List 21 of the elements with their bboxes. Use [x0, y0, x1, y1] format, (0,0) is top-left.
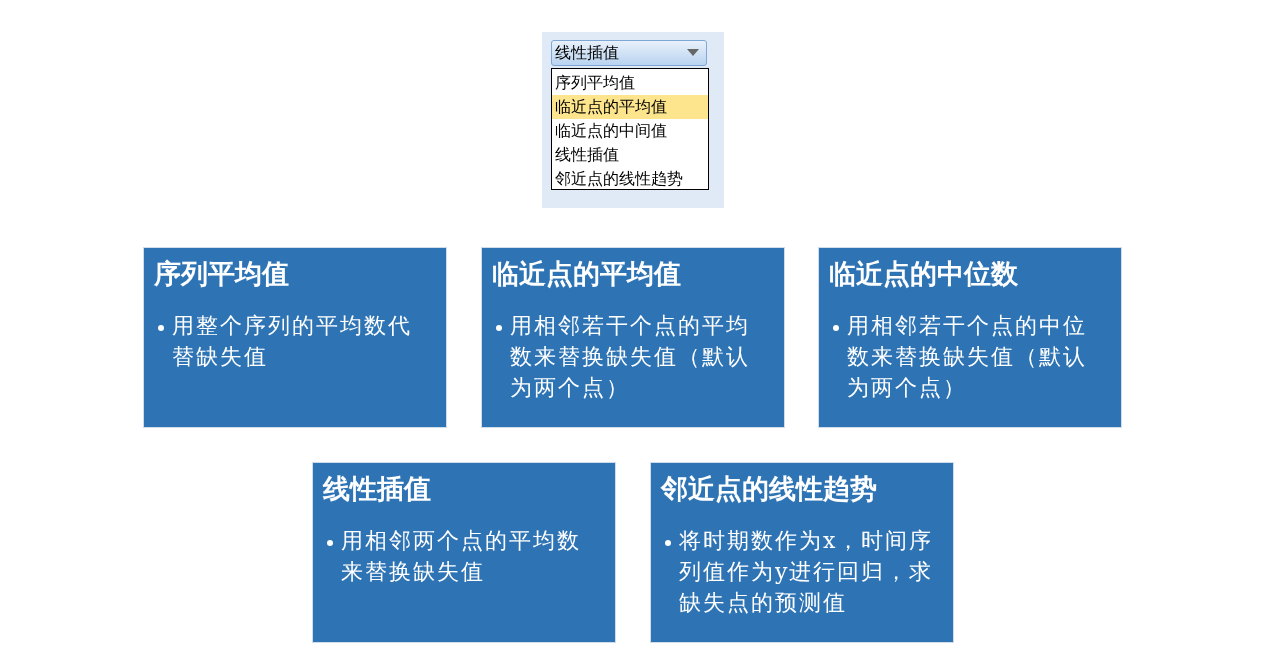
highlighted-option: 临近点的平均值 [552, 95, 708, 119]
bullet-text: 用相邻若干个点的平均数来替换缺失值（默认为两个点） [510, 312, 751, 402]
text-card [312, 462, 616, 643]
dropdown-option: 临近点的中间值 [552, 119, 708, 143]
dropdown-option: 线性插值 [552, 143, 708, 167]
dropdown-option: 序列平均值 [552, 71, 708, 95]
text-card [650, 462, 954, 643]
bullet-text: 用相邻若干个点的中位数来替换缺失值（默认为两个点） [847, 312, 1088, 402]
card-heading: 序列平均值 [154, 257, 289, 291]
dropdown-select: 线性插值 [551, 40, 707, 66]
card-heading: 线性插值 [323, 472, 431, 506]
card-heading: 临近点的中位数 [829, 257, 1018, 291]
text-card [143, 247, 447, 428]
text-card [481, 247, 785, 428]
card-heading: 临近点的平均值 [492, 257, 681, 291]
bullet-text: 将时期数作为x，时间序列值作为y进行回归，求缺失点的预测值 [679, 527, 935, 617]
bullet-text: 用整个序列的平均数代替缺失值 [172, 312, 413, 371]
card-heading: 邻近点的线性趋势 [661, 472, 877, 506]
text-card [818, 247, 1122, 428]
bullet-text: 用相邻两个点的平均数来替换缺失值 [341, 527, 582, 586]
dropdown-option: 邻近点的线性趋势 [552, 167, 708, 191]
